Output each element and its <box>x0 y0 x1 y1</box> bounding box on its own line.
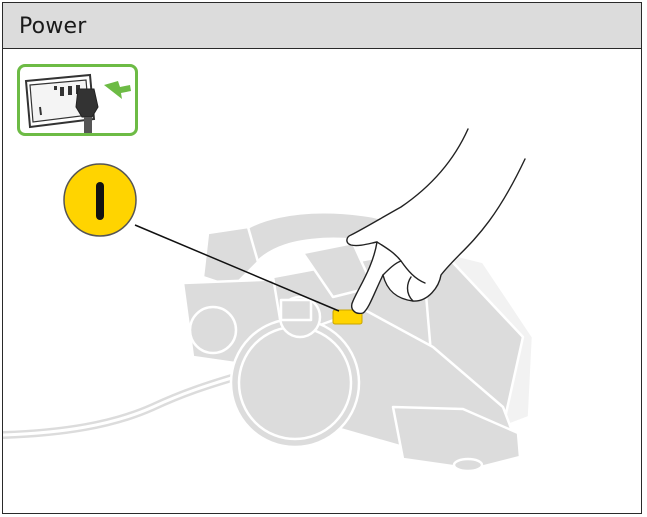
power-on-symbol-icon <box>96 182 104 220</box>
power-cord <box>3 373 239 439</box>
callout-pointer <box>134 224 340 312</box>
plug <box>75 88 99 133</box>
insert-arrow-icon <box>104 81 131 99</box>
wall-socket <box>24 73 96 129</box>
plug-badge <box>17 64 138 136</box>
plug-into-socket-icon <box>24 73 131 133</box>
power-button <box>332 309 363 325</box>
panel-title: Power <box>19 14 87 39</box>
instruction-panel: Power <box>2 2 642 514</box>
vacuum-illustration <box>3 128 535 473</box>
panel-header: Power <box>3 3 641 49</box>
power-callout <box>63 163 137 237</box>
hand <box>346 128 526 315</box>
vacuum-body <box>181 211 535 473</box>
